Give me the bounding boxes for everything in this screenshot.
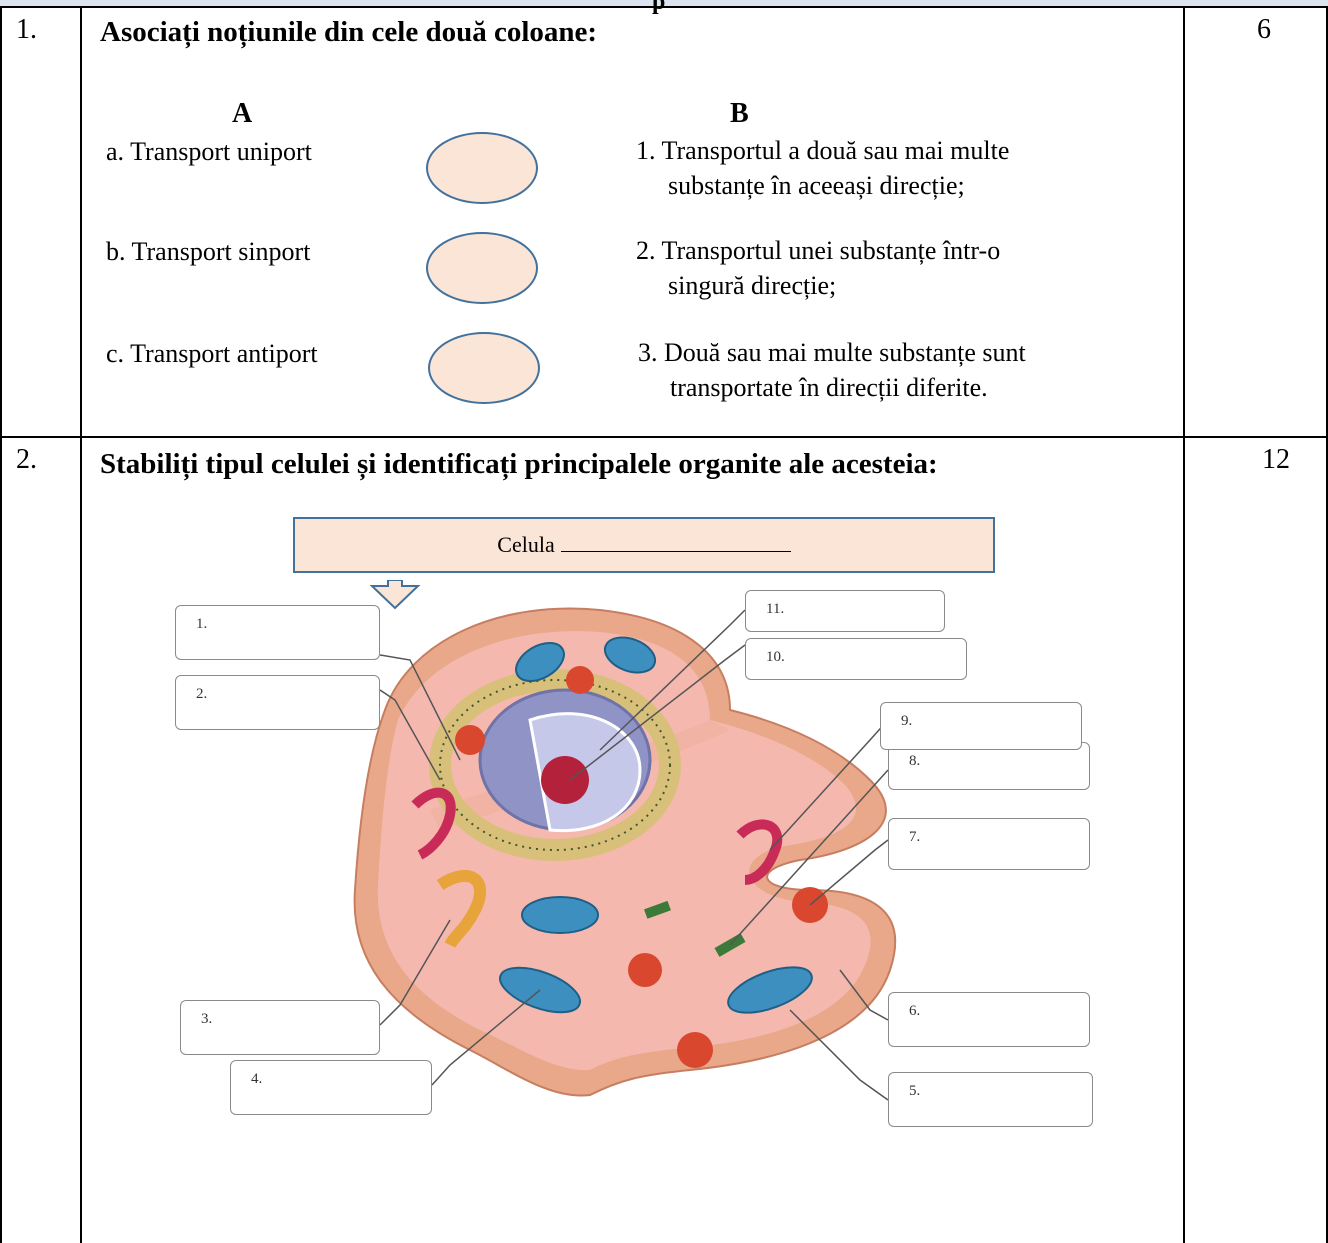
answer-oval-b[interactable] [426, 232, 538, 304]
option-b: b. Transport sinport [106, 236, 310, 267]
q2-number: 2. [16, 446, 37, 474]
q1-title: Asociați noțiunile din cele două coloane… [100, 18, 597, 47]
q2-points: 12 [1236, 446, 1316, 474]
option-c: c. Transport antiport [106, 338, 318, 369]
answer-oval-a[interactable] [426, 132, 538, 204]
organelle-label-10[interactable]: 10. [745, 638, 967, 680]
organelle-label-11[interactable]: 11. [745, 590, 945, 632]
column-b-header: B [730, 100, 749, 128]
organelle-label-5[interactable]: 5. [888, 1072, 1093, 1127]
definition-2-line1: 2. Transportul unei substanțe într-o [636, 236, 1000, 265]
column-a-header: A [232, 100, 252, 128]
organelle-label-7[interactable]: 7. [888, 818, 1090, 870]
organelle-label-1[interactable]: 1. [175, 605, 380, 660]
callout-arrow [372, 580, 418, 608]
organelle-label-9[interactable]: 9. [880, 702, 1082, 750]
table-col-divider-2 [1183, 6, 1185, 1243]
definition-3-line2: transportate în direcții diferite. [638, 371, 1026, 406]
nucleolus [541, 756, 589, 804]
definition-2: 2. Transportul unei substanțe într-o sin… [636, 234, 1000, 303]
organelle-label-6[interactable]: 6. [888, 992, 1090, 1047]
definition-3-line1: 3. Două sau mai multe substanțe sunt [638, 338, 1026, 367]
mitochondrion [522, 897, 598, 933]
q1-number: 1. [16, 16, 37, 44]
lysosome [566, 666, 594, 694]
table-border-left [0, 6, 2, 1243]
lysosome [455, 725, 485, 755]
q2-title: Stabiliți tipul celulei și identificați … [100, 450, 938, 479]
cell-type-callout: Celula [293, 517, 995, 573]
organelle-label-2[interactable]: 2. [175, 675, 380, 730]
organelle-label-4[interactable]: 4. [230, 1060, 432, 1115]
header-glyph: p [652, 0, 665, 14]
definition-1: 1. Transportul a două sau mai multe subs… [636, 134, 1009, 203]
definition-3: 3. Două sau mai multe substanțe sunt tra… [638, 336, 1026, 405]
answer-oval-c[interactable] [428, 332, 540, 404]
lysosome [628, 953, 662, 987]
definition-2-line2: singură direcție; [636, 269, 1000, 304]
definition-1-line1: 1. Transportul a două sau mai multe [636, 136, 1009, 165]
option-a: a. Transport uniport [106, 136, 312, 167]
definition-1-line2: substanțe în aceeași direcție; [636, 169, 1009, 204]
q1-points: 6 [1224, 16, 1304, 44]
cell-diagram: 1. 2. 3. 4. 5. 6. 7. 8. 9. 10. 11. [170, 580, 1110, 1110]
lysosome [677, 1032, 713, 1068]
organelle-label-3[interactable]: 3. [180, 1000, 380, 1055]
table-col-divider-1 [80, 6, 82, 1243]
table-row-divider [0, 436, 1328, 438]
cell-type-blank[interactable] [561, 529, 791, 552]
callout-label: Celula [497, 532, 554, 557]
